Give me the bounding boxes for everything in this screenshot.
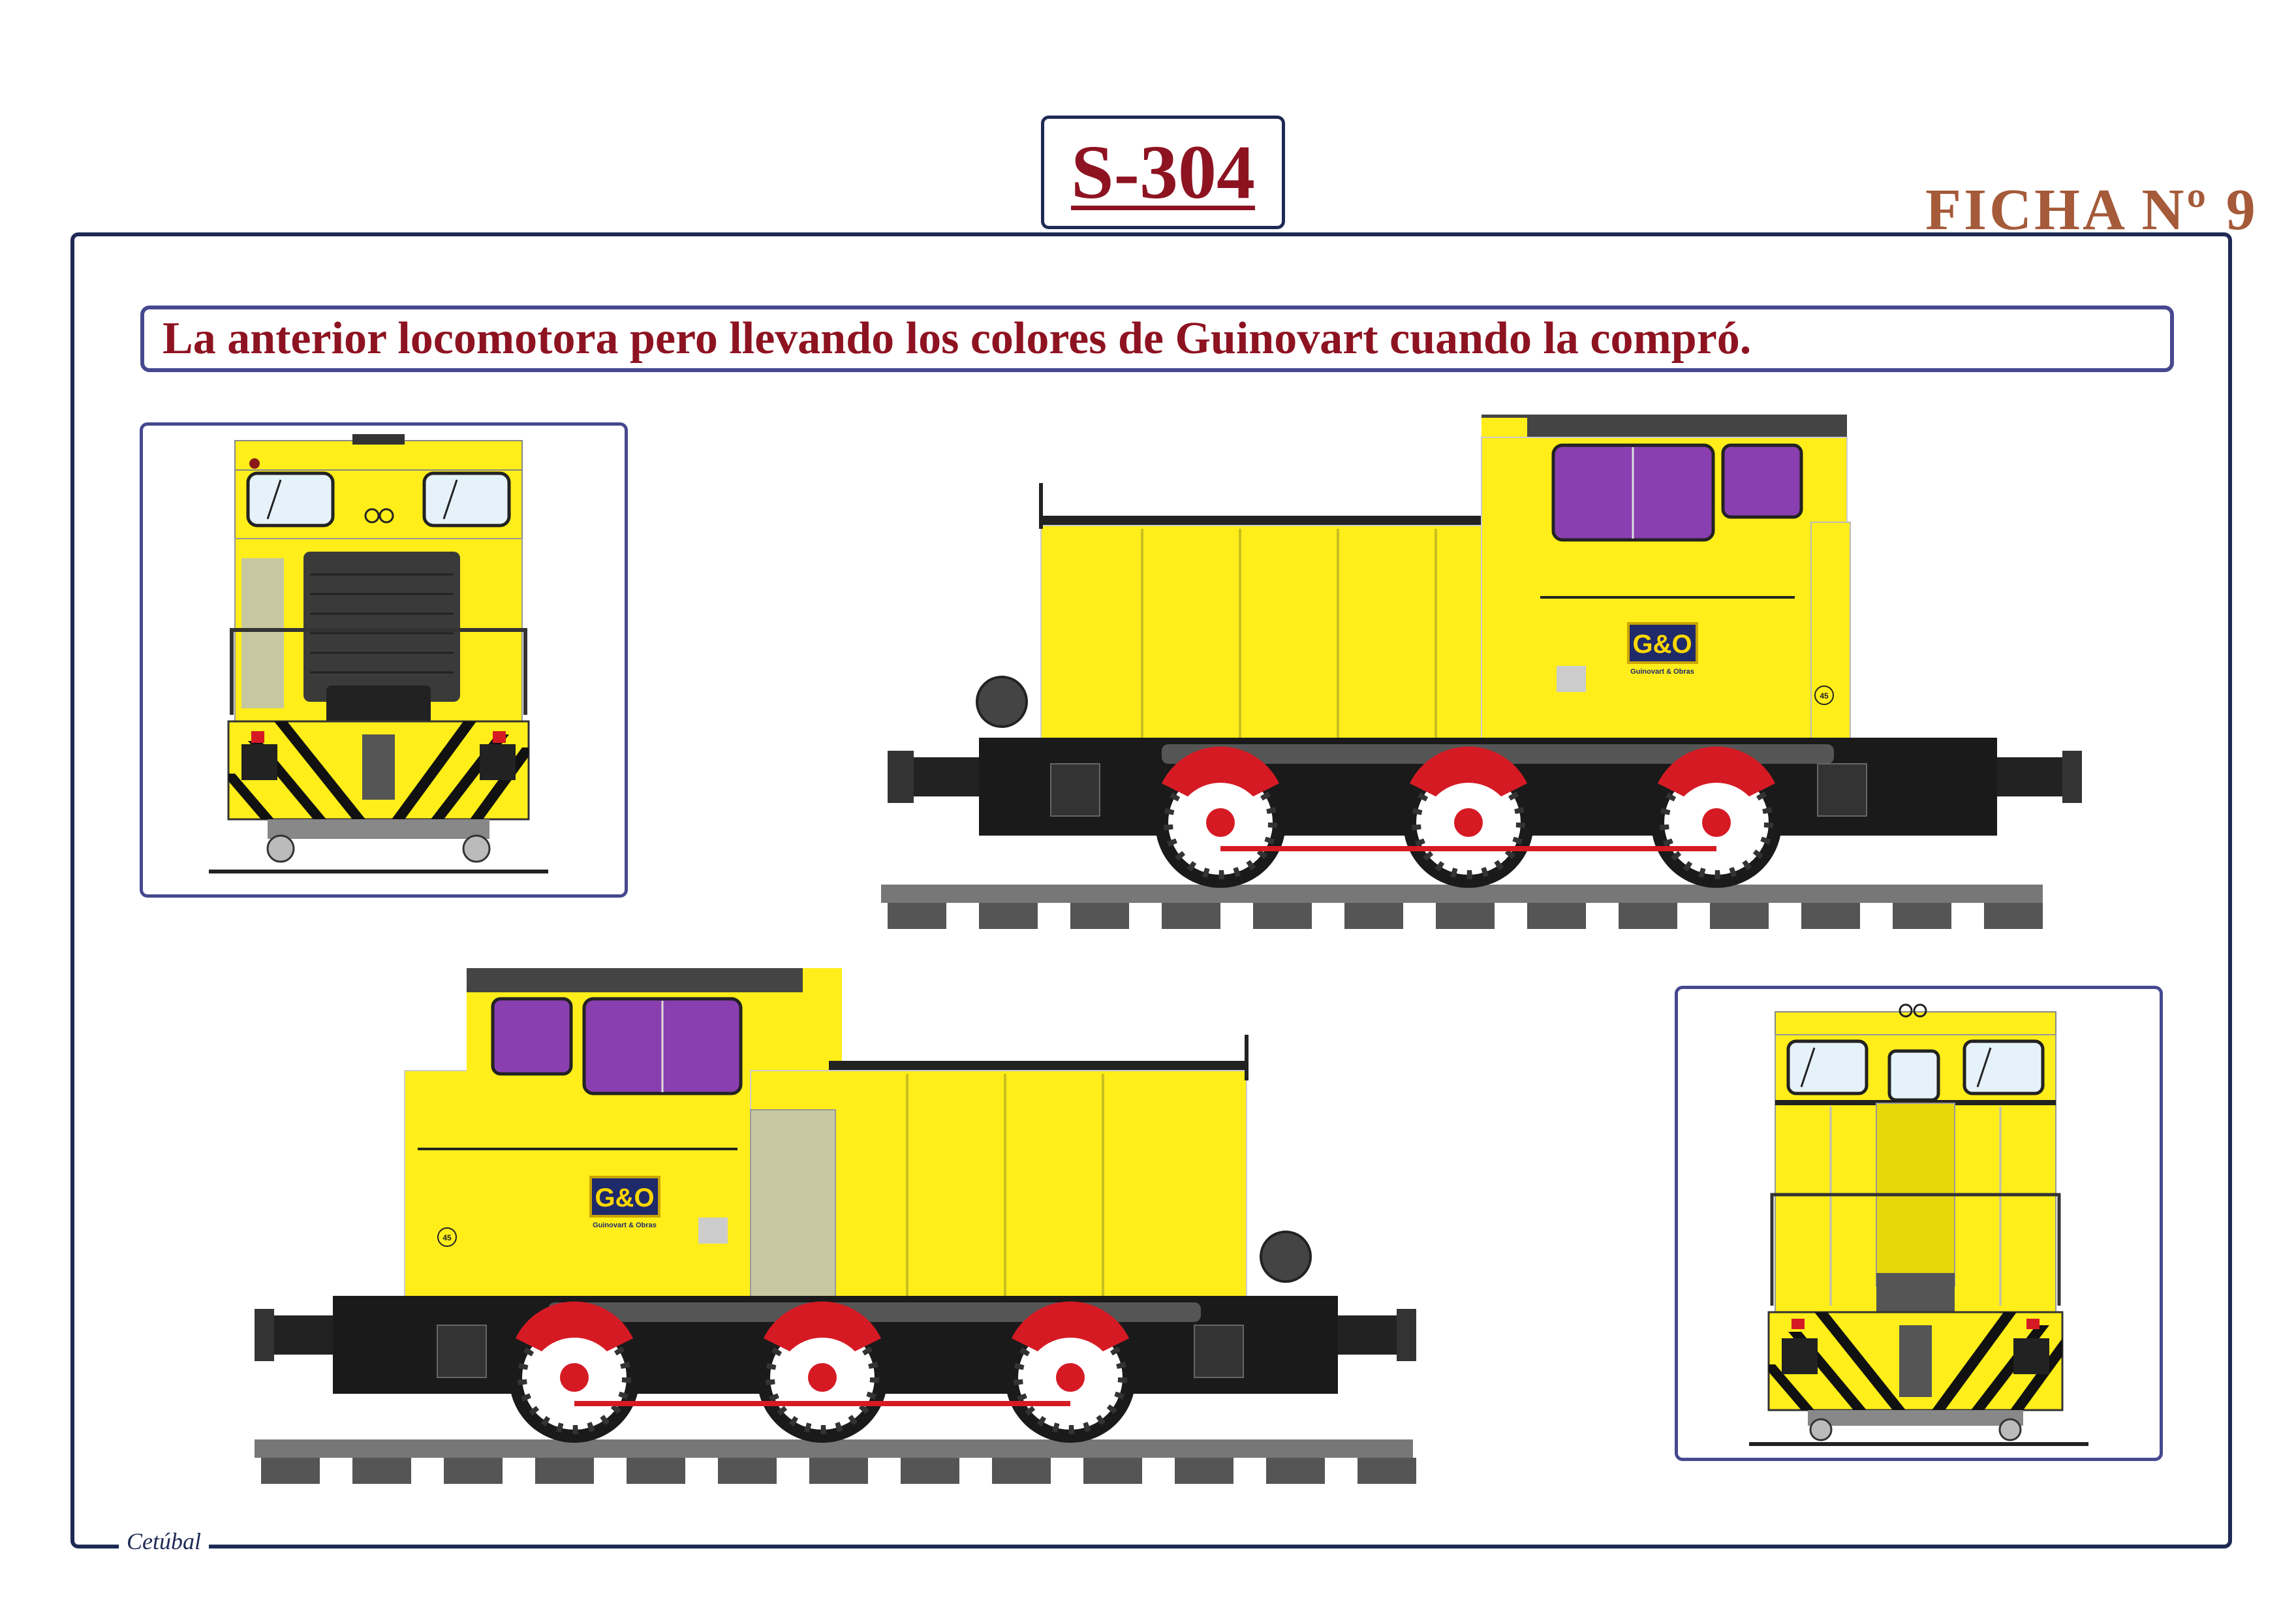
side-view-right-locomotive: G&O Guinovart & Obras 45 (881, 415, 2082, 929)
title-box: S-304 (1041, 116, 1285, 229)
logo-subtext-left: Guinovart & Obras (593, 1221, 657, 1229)
side-view-left-locomotive: G&O Guinovart & Obras 45 (255, 968, 1416, 1484)
front-view-locomotive (209, 434, 548, 873)
logo-text-left: G&O (595, 1184, 654, 1212)
logo-text-right: G&O (1632, 630, 1692, 659)
caption-box: La anterior locomotora pero llevando los… (140, 306, 2174, 372)
logo-subtext-right: Guinovart & Obras (1630, 668, 1694, 676)
rear-view-locomotive (1749, 1003, 2088, 1446)
signature: Cetúbal (119, 1528, 209, 1555)
page-title: S-304 (1071, 129, 1255, 215)
plate-number-left: 45 (442, 1233, 452, 1242)
caption-text: La anterior locomotora pero llevando los… (163, 313, 1752, 364)
main-frame (70, 232, 2232, 1548)
plate-number-right: 45 (1820, 691, 1829, 700)
sheet-number: FICHA Nº 9 (1925, 178, 2258, 242)
